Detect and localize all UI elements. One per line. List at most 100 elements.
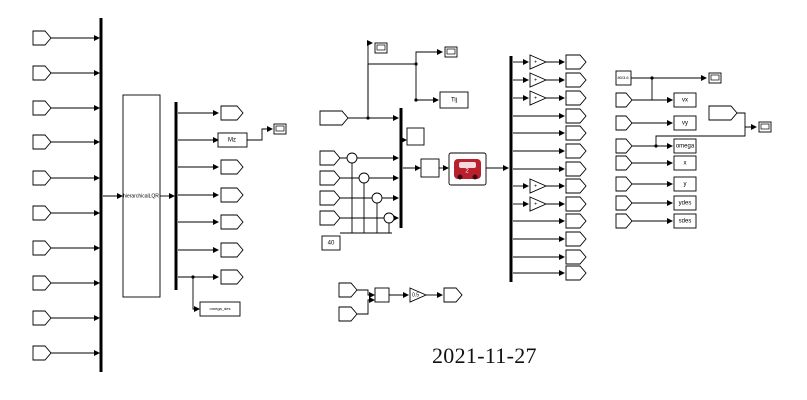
- tij-block[interactable]: [439, 91, 469, 109]
- signal-block-y[interactable]: [673, 176, 697, 192]
- inport-5[interactable]: [32, 170, 52, 186]
- signal-inport-ydes[interactable]: [615, 195, 633, 211]
- branch-point: [650, 76, 654, 80]
- signal-line: [247, 126, 273, 141]
- vehicle-outport-8[interactable]: [565, 178, 587, 194]
- branch-point: [191, 275, 195, 279]
- signal-line: [192, 277, 200, 312]
- selector-block[interactable]: [406, 127, 425, 146]
- signal-line: [367, 63, 417, 118]
- hierarchical-lqr-block[interactable]: [122, 94, 161, 298]
- gain-block-9[interactable]: [529, 196, 548, 212]
- vehicle-outport-11[interactable]: [565, 231, 587, 247]
- vehicle-input-block[interactable]: [420, 158, 440, 178]
- controller-outport-6[interactable]: [220, 242, 244, 258]
- controller-outport-1[interactable]: [220, 105, 244, 121]
- vehicle-inport-2[interactable]: [319, 170, 341, 186]
- signal-label-y: y: [684, 182, 687, 188]
- signal-block-ydes[interactable]: [673, 195, 697, 211]
- branch-point: [654, 144, 658, 148]
- tij-label: Tij: [451, 98, 457, 104]
- vy-reference-inport[interactable]: [708, 105, 738, 121]
- vehicle-inport-top[interactable]: [319, 110, 349, 126]
- signal-inport-vy[interactable]: [615, 115, 633, 131]
- demux-bar-vehicle[interactable]: [509, 56, 513, 282]
- scope-screen: [275, 125, 285, 132]
- inport-6[interactable]: [32, 205, 52, 221]
- vehicle-inport-4[interactable]: [319, 210, 341, 226]
- bottom-inport-2[interactable]: [338, 306, 358, 322]
- vehicle-outport-2[interactable]: [565, 72, 587, 88]
- blocks-layer: [32, 18, 772, 372]
- signal-line: [357, 297, 375, 315]
- gain-label: +: [534, 183, 537, 189]
- mux-bar-vehicle[interactable]: [399, 108, 403, 228]
- demux-bar-controller[interactable]: [174, 102, 178, 290]
- vehicle-outport-6[interactable]: [565, 143, 587, 159]
- mux-bar-left[interactable]: [99, 18, 103, 372]
- inport-3[interactable]: [32, 100, 52, 116]
- mz-block[interactable]: [217, 132, 248, 148]
- mz-label: Mz: [228, 138, 236, 144]
- vehicle-outport-1[interactable]: [565, 54, 587, 70]
- signal-line: [357, 289, 375, 298]
- controller-outport-3[interactable]: [220, 159, 244, 175]
- bottom-gain-block[interactable]: [409, 287, 428, 303]
- inport-1[interactable]: [32, 30, 52, 46]
- gain-label: +: [534, 59, 537, 65]
- controller-outport-7[interactable]: [220, 269, 244, 285]
- sum-circle-3[interactable]: [371, 192, 383, 204]
- signal-inport-sdes[interactable]: [615, 213, 633, 229]
- vehicle-outport-12[interactable]: [565, 249, 587, 265]
- signal-block-x[interactable]: [673, 155, 697, 171]
- gain-label: +: [534, 77, 537, 83]
- branch-point: [414, 98, 418, 102]
- vehicle-inport-3[interactable]: [319, 190, 341, 206]
- signal-block-omega[interactable]: [673, 138, 697, 154]
- car-badge-label: 2: [465, 169, 469, 175]
- signal-inport-y[interactable]: [615, 176, 633, 192]
- controller-outport-5[interactable]: [220, 214, 244, 230]
- bottom-outport[interactable]: [443, 287, 463, 303]
- gain-block-2[interactable]: [529, 72, 548, 88]
- vehicle-outport-5[interactable]: [565, 125, 587, 141]
- signal-block-sdes[interactable]: [673, 213, 697, 229]
- inport-2[interactable]: [32, 65, 52, 81]
- scope-screen: [446, 48, 456, 55]
- date-annotation: 2021-11-27: [432, 343, 537, 368]
- controller-outport-4[interactable]: [220, 187, 244, 203]
- vehicle-outport-10[interactable]: [565, 213, 587, 229]
- signal-inport-vx[interactable]: [615, 92, 633, 108]
- signal-label-ydes: ydes: [679, 201, 692, 207]
- constant-40-block[interactable]: [321, 235, 341, 251]
- signal-block-vy[interactable]: [673, 115, 697, 131]
- sum-circle-2[interactable]: [358, 172, 370, 184]
- signal-line: [415, 49, 443, 64]
- vehicle-outport-4[interactable]: [565, 108, 587, 124]
- inport-8[interactable]: [32, 275, 52, 291]
- branch-point: [366, 116, 370, 120]
- bottom-inport-1[interactable]: [338, 282, 358, 298]
- vehicle-inport-1[interactable]: [319, 150, 341, 166]
- speed-const-block[interactable]: [615, 70, 632, 86]
- signal-block-vx[interactable]: [673, 92, 697, 108]
- signal-inport-x[interactable]: [615, 155, 633, 171]
- signal-line: [344, 223, 390, 234]
- inport-7[interactable]: [32, 240, 52, 256]
- sum-circle-4[interactable]: [383, 212, 395, 224]
- vehicle-outport-9[interactable]: [565, 196, 587, 212]
- omega-des-block[interactable]: [199, 301, 241, 317]
- vehicle-outport-7[interactable]: [565, 161, 587, 177]
- vehicle-outport-13[interactable]: [565, 265, 587, 281]
- gain-block-1[interactable]: [529, 54, 548, 70]
- inport-4[interactable]: [32, 134, 52, 150]
- gain-block-3[interactable]: [529, 90, 548, 106]
- inport-10[interactable]: [32, 345, 52, 361]
- sum-circle-1[interactable]: [346, 152, 358, 164]
- bottom-product-block[interactable]: [374, 287, 390, 303]
- vehicle-outport-3[interactable]: [565, 90, 587, 106]
- gain-block-8[interactable]: [529, 178, 548, 194]
- scope-screen: [760, 123, 770, 130]
- inport-9[interactable]: [32, 310, 52, 326]
- signal-inport-omega[interactable]: [615, 138, 633, 154]
